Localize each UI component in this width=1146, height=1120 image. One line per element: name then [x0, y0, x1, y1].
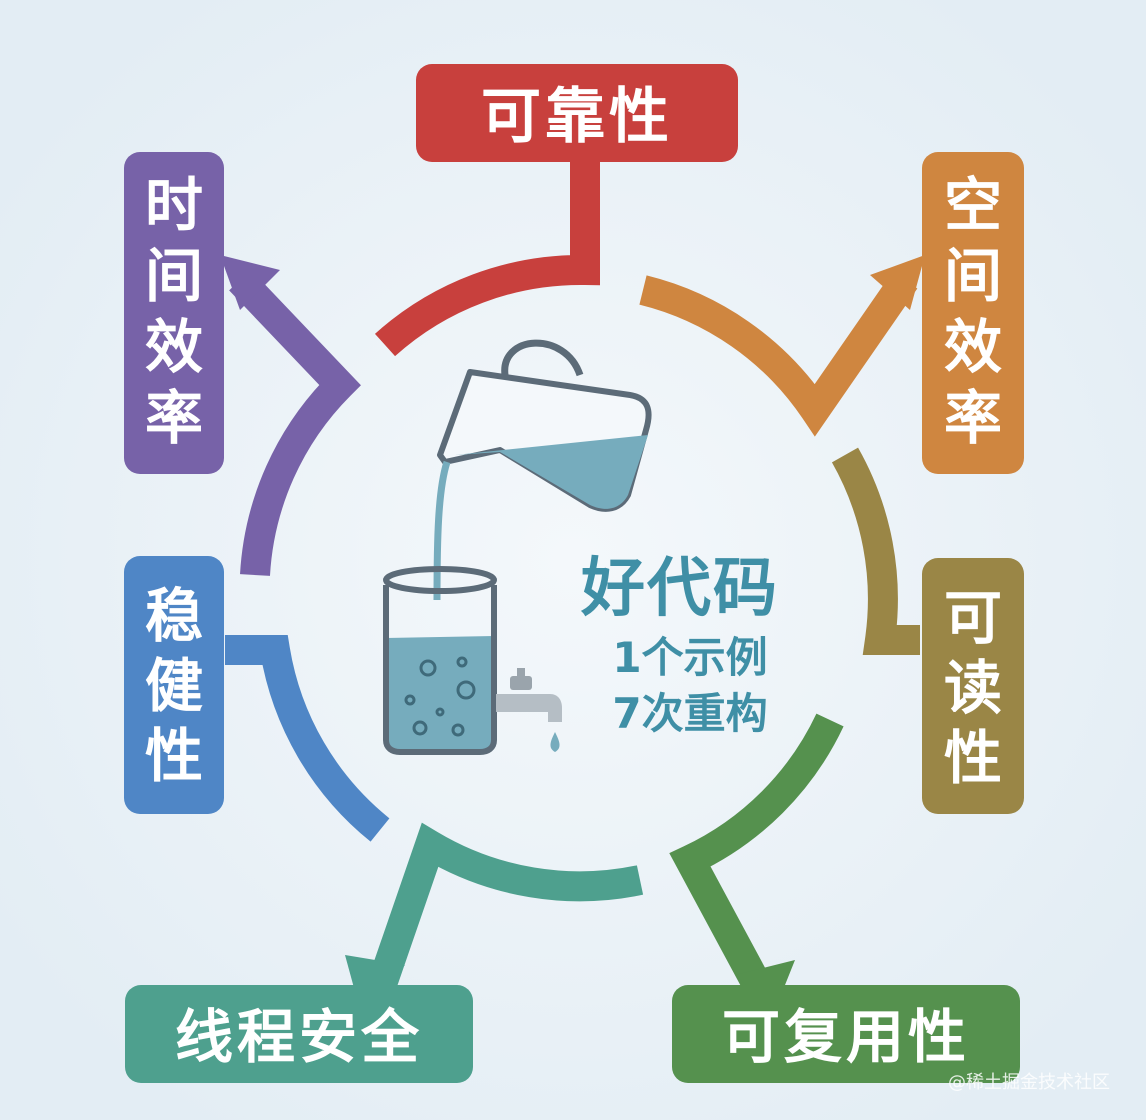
ring — [225, 160, 920, 998]
box-space-efficiency-label: 空间效率 — [944, 171, 1002, 452]
beaker-illustration — [383, 566, 497, 755]
arc-space-efficiency — [639, 271, 918, 437]
box-readability: 可读性 — [922, 558, 1024, 814]
pitcher-water — [455, 435, 648, 509]
center-subtitle-line1: 1个示例 — [612, 633, 767, 682]
beaker-outline — [383, 585, 497, 755]
water-drop — [550, 732, 560, 752]
pitcher-illustration — [433, 339, 652, 601]
arc-robustness — [225, 635, 390, 842]
beaker-rim — [383, 566, 497, 594]
bubbles — [404, 656, 476, 737]
box-thread-safety-label: 线程安全 — [175, 1003, 423, 1071]
box-robustness: 稳健性 — [124, 556, 224, 814]
arc-time-efficiency — [229, 269, 361, 576]
arrowhead-time-efficiency — [220, 255, 280, 310]
arc-thread-safety — [365, 822, 644, 995]
box-reusability: 可复用性 — [672, 985, 1020, 1083]
box-reliability: 可靠性 — [416, 64, 738, 162]
box-reusability-label: 可复用性 — [722, 1003, 970, 1071]
box-space-efficiency: 空间效率 — [922, 152, 1024, 474]
box-time-efficiency: 时间效率 — [124, 152, 224, 474]
box-time-efficiency-label: 时间效率 — [145, 171, 203, 452]
watermark: @稀土掘金技术社区 — [948, 1072, 1110, 1093]
beaker-water — [386, 636, 494, 752]
box-thread-safety: 线程安全 — [125, 985, 473, 1083]
box-robustness-label: 稳健性 — [145, 582, 203, 790]
arc-readability — [831, 447, 920, 655]
faucet-icon — [496, 668, 562, 752]
center-title: 好代码 — [580, 552, 779, 626]
box-readability-label: 可读性 — [944, 584, 1002, 792]
center-subtitle-line2: 7次重构 — [612, 689, 767, 738]
arc-reusability — [669, 713, 844, 998]
box-reliability-label: 可靠性 — [481, 82, 673, 152]
arc-reliability — [374, 160, 600, 357]
pitcher-handle — [501, 339, 584, 377]
pouring-stream — [433, 460, 451, 601]
arrowhead-space-efficiency — [870, 255, 925, 310]
